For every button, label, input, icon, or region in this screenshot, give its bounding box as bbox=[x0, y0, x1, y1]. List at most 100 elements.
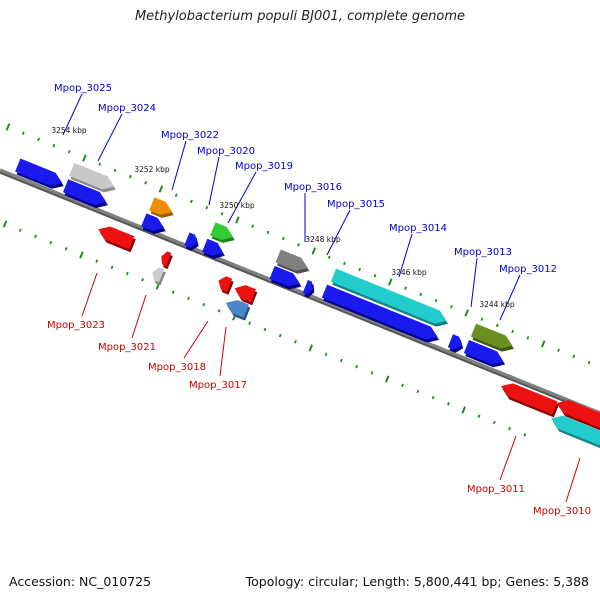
arrow-mpop-3017-body bbox=[225, 300, 249, 318]
gene-label-mpop-3012: Mpop_3012 bbox=[499, 264, 557, 275]
arrow-mpop-3015 bbox=[302, 280, 315, 298]
upper-tick bbox=[113, 168, 117, 173]
arrow-mpop-3017 bbox=[225, 300, 251, 321]
arrow-mpop-3022b bbox=[149, 197, 174, 218]
lower-tick bbox=[508, 426, 511, 431]
lower-tick bbox=[141, 278, 145, 282]
gene-label-mpop-3022: Mpop_3022 bbox=[161, 130, 219, 141]
arrow-mpop-3011 bbox=[501, 383, 560, 418]
gene-label-mpop-3021: Mpop_3021 bbox=[98, 342, 156, 353]
upper-tick bbox=[251, 224, 255, 228]
leader-mpop-3011 bbox=[499, 435, 517, 481]
lower-tick bbox=[187, 296, 190, 301]
kbp-label: 3250 kbp bbox=[219, 201, 255, 210]
kbp-label: 3246 kbp bbox=[391, 268, 427, 277]
lower-tick bbox=[95, 259, 99, 263]
upper-tick bbox=[358, 267, 362, 272]
upper-tick bbox=[98, 162, 102, 166]
arrow-mpop-3019 bbox=[210, 222, 235, 243]
arrow-mpop-3014 bbox=[330, 268, 449, 327]
upper-tick bbox=[128, 174, 132, 179]
upper-tick bbox=[158, 185, 164, 193]
arrow-mpop-3020b bbox=[202, 238, 225, 259]
lower-tick bbox=[355, 364, 359, 369]
upper-tick bbox=[464, 309, 469, 317]
leader-mpop-3010 bbox=[565, 457, 581, 503]
upper-tick bbox=[311, 247, 317, 255]
gene-label-mpop-3014: Mpop_3014 bbox=[389, 223, 447, 234]
arrow-mpop-3023 bbox=[98, 226, 136, 253]
diagram-title: Methylobacterium populi BJ001, complete … bbox=[134, 9, 466, 24]
backbone-line bbox=[0, 168, 600, 415]
upper-tick bbox=[205, 205, 209, 210]
arrow-mpop-3012 bbox=[470, 323, 514, 352]
arrow-mpop-3010 bbox=[556, 400, 600, 431]
arrow-mpop-3024 bbox=[62, 179, 108, 208]
lower-tick bbox=[202, 302, 206, 307]
arrow-mpop-3018-body bbox=[218, 276, 233, 292]
upper-tick bbox=[174, 193, 178, 197]
gene-label-mpop-3020: Mpop_3020 bbox=[197, 146, 255, 157]
lower-tick bbox=[492, 420, 496, 425]
upper-tick bbox=[52, 143, 56, 148]
gene-label-mpop-3013: Mpop_3013 bbox=[454, 247, 512, 258]
arrow-mpop-3010b bbox=[551, 415, 600, 449]
lower-tick bbox=[294, 340, 297, 344]
gene-label-mpop-3025: Mpop_3025 bbox=[54, 83, 112, 94]
upper-tick bbox=[190, 199, 193, 204]
arrow-mpop-3010b-body bbox=[551, 415, 600, 446]
arrow-mpop-3020 bbox=[184, 232, 199, 251]
lower-tick bbox=[370, 371, 374, 375]
lower-tick bbox=[110, 265, 114, 270]
lower-tick bbox=[431, 395, 435, 400]
lower-tick bbox=[79, 251, 84, 259]
gene-label-mpop-3016: Mpop_3016 bbox=[284, 182, 342, 193]
gene-label-mpop-3019: Mpop_3019 bbox=[235, 161, 293, 172]
arrow-mpop-3011-body bbox=[501, 383, 558, 415]
lower-tick bbox=[64, 247, 68, 251]
lower-tick bbox=[308, 344, 314, 352]
arrow-mpop-3016 bbox=[269, 265, 302, 290]
upper-tick bbox=[266, 230, 270, 235]
lower-tick bbox=[477, 414, 481, 418]
arrow-mpop-3025 bbox=[15, 158, 64, 189]
arrow-mpop-3012-body bbox=[470, 323, 513, 349]
upper-tick bbox=[373, 274, 377, 278]
lower-tick bbox=[523, 433, 527, 437]
kbp-label: 3252 kbp bbox=[134, 165, 170, 174]
upper-tick bbox=[557, 348, 560, 352]
lower-tick bbox=[385, 375, 390, 383]
lower-tick bbox=[263, 327, 267, 332]
kbp-label: 3244 kbp bbox=[479, 300, 515, 309]
leader-mpop-3023 bbox=[81, 272, 98, 317]
upper-tick bbox=[587, 360, 591, 365]
arrow-mpop-3024b bbox=[69, 162, 116, 193]
leader-mpop-3024 bbox=[97, 113, 123, 162]
lower-tick bbox=[248, 321, 252, 325]
lower-tick bbox=[416, 389, 420, 394]
genome-backbone bbox=[0, 168, 600, 417]
arrow-mpop-3014-body bbox=[330, 268, 447, 324]
upper-tick bbox=[495, 323, 499, 328]
arrow-mpop-3022-body bbox=[141, 213, 165, 231]
arrow-mpop-3023-body bbox=[98, 226, 135, 250]
upper-tick bbox=[327, 255, 331, 259]
leader-mpop-3015 bbox=[326, 209, 351, 256]
gene-label-mpop-3011: Mpop_3011 bbox=[467, 484, 525, 495]
upper-tick bbox=[21, 131, 25, 135]
upper-tick bbox=[419, 292, 423, 297]
arrow-mpop-3025-body bbox=[15, 158, 63, 186]
upper-tick bbox=[343, 261, 346, 266]
leader-mpop-3017 bbox=[219, 326, 227, 377]
kbp-label: 3254 kbp bbox=[51, 126, 87, 135]
arrow-mpop-3021b-body bbox=[161, 251, 172, 266]
upper-tick bbox=[37, 137, 40, 142]
leader-mpop-3019 bbox=[227, 171, 257, 224]
upper-tick bbox=[67, 150, 71, 154]
lower-tick bbox=[34, 234, 37, 239]
label-leader-lines bbox=[62, 93, 581, 503]
leader-mpop-3013 bbox=[470, 257, 478, 308]
lower-tick bbox=[401, 383, 404, 387]
